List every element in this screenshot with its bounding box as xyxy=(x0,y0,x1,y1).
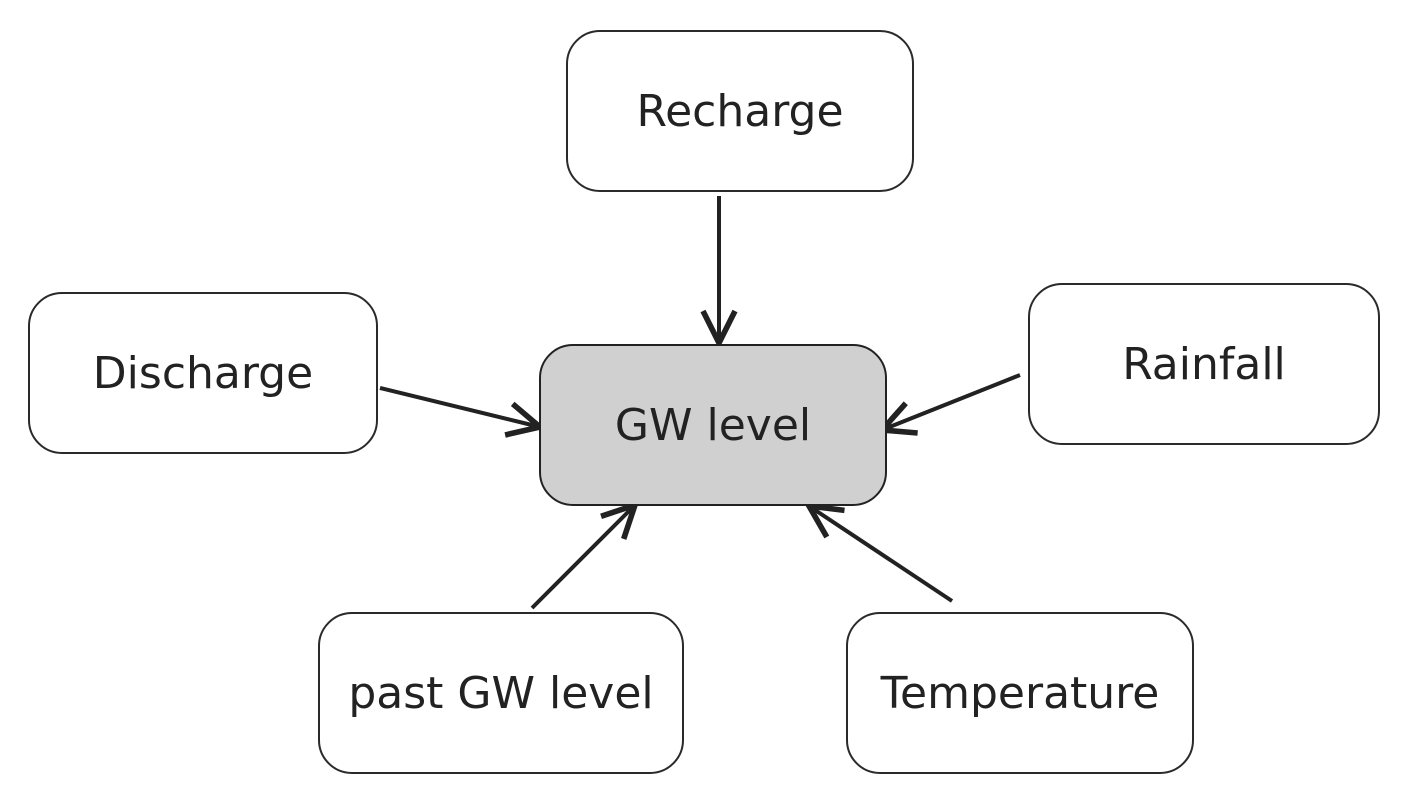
past-gw-level-label: past GW level xyxy=(348,667,654,719)
edge-temperature-to-gw-level xyxy=(809,506,954,603)
temperature-label: Temperature xyxy=(880,667,1160,719)
recharge-node: Recharge xyxy=(566,30,914,192)
edge-rainfall-to-gw-level xyxy=(882,373,1021,430)
temperature-node: Temperature xyxy=(846,612,1194,774)
edge-past-gw-level-to-gw-level xyxy=(530,505,635,610)
past-gw-level-node: past GW level xyxy=(318,612,684,774)
gw-level-label: GW level xyxy=(614,399,812,451)
rainfall-node: Rainfall xyxy=(1028,283,1380,445)
recharge-label: Recharge xyxy=(636,85,844,137)
rainfall-label: Rainfall xyxy=(1122,338,1286,390)
edge-discharge-to-gw-level xyxy=(379,386,540,427)
discharge-node: Discharge xyxy=(28,292,378,454)
discharge-label: Discharge xyxy=(92,347,314,399)
gw-level-node: GW level xyxy=(539,344,887,506)
